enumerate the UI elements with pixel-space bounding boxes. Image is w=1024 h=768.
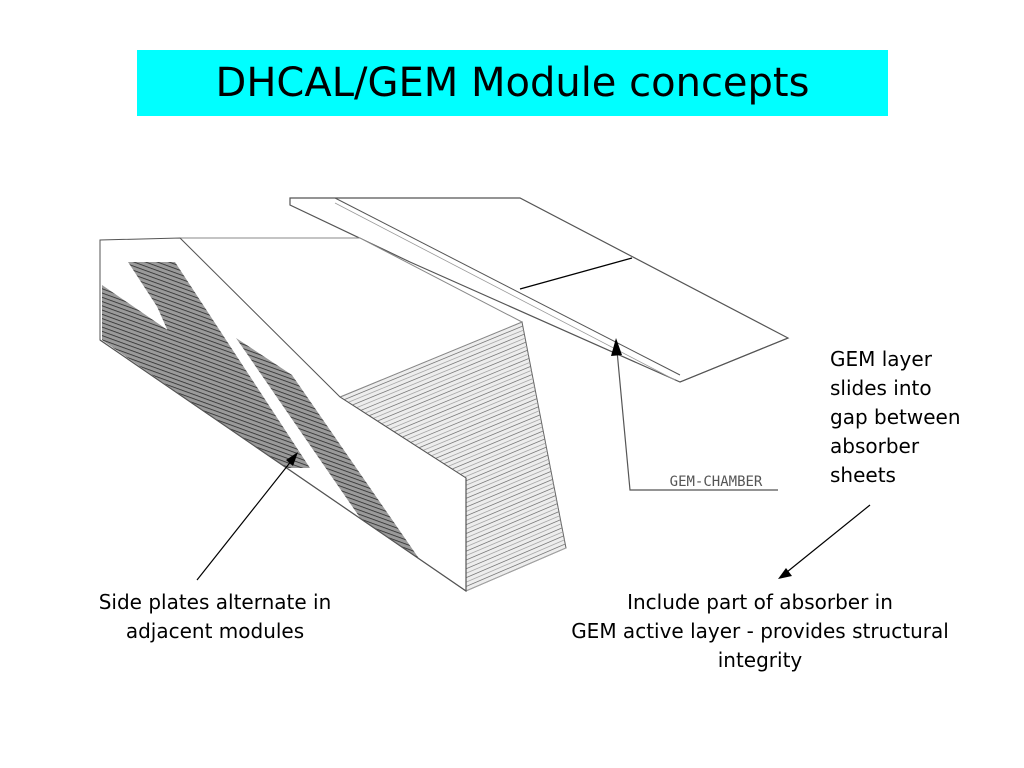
- absorber-sheet-line: [364, 366, 531, 436]
- absorber-annotation: Include part of absorber in GEM active l…: [571, 590, 949, 672]
- absorber-sheet-line: [369, 374, 533, 443]
- absorber-sheet-line: [362, 361, 531, 433]
- slide-title: DHCAL/GEM Module concepts: [215, 60, 810, 106]
- absorber-sheet-line: [355, 349, 528, 422]
- absorber-sheet-line: [456, 531, 564, 578]
- side-plate-3: [236, 338, 420, 560]
- gem-layer-annotation: GEM layer slides into gap between absorb…: [830, 347, 961, 487]
- absorber-sheet-line: [465, 547, 567, 592]
- absorber-sheet-line: [461, 539, 565, 585]
- absorber-sheet-line: [459, 535, 564, 581]
- side-plates-annotation: Side plates alternate in adjacent module…: [98, 590, 332, 643]
- absorber-sheet-line: [346, 333, 525, 408]
- absorber-sheet-line: [351, 341, 527, 415]
- absorber-sheet-line: [450, 519, 561, 568]
- absorber-sheet-line: [447, 515, 560, 564]
- absorber-sheet-line: [454, 527, 563, 575]
- gem-chamber-callout: GEM-CHAMBER: [611, 338, 778, 491]
- gem-layer-arrow: [778, 504, 871, 579]
- absorber-sheet-line: [452, 523, 562, 571]
- absorber-sheet-line: [348, 337, 526, 412]
- module-side-face: [99, 237, 467, 592]
- absorber-sheet-line: [357, 353, 529, 426]
- side-plates-arrow: [196, 452, 298, 581]
- absorber-sheet-line: [344, 329, 524, 405]
- absorber-sheet-line: [463, 543, 566, 588]
- absorber-sheet-line: [342, 325, 523, 401]
- side-plate-1: [102, 285, 220, 422]
- side-plate-4: [140, 268, 262, 458]
- absorber-sheet-line: [360, 357, 530, 429]
- absorber-sheet-line: [366, 370, 532, 439]
- title-box: DHCAL/GEM Module concepts: [137, 50, 888, 116]
- gem-chamber-label: GEM-CHAMBER: [670, 474, 763, 490]
- absorber-sheet-line: [353, 345, 527, 419]
